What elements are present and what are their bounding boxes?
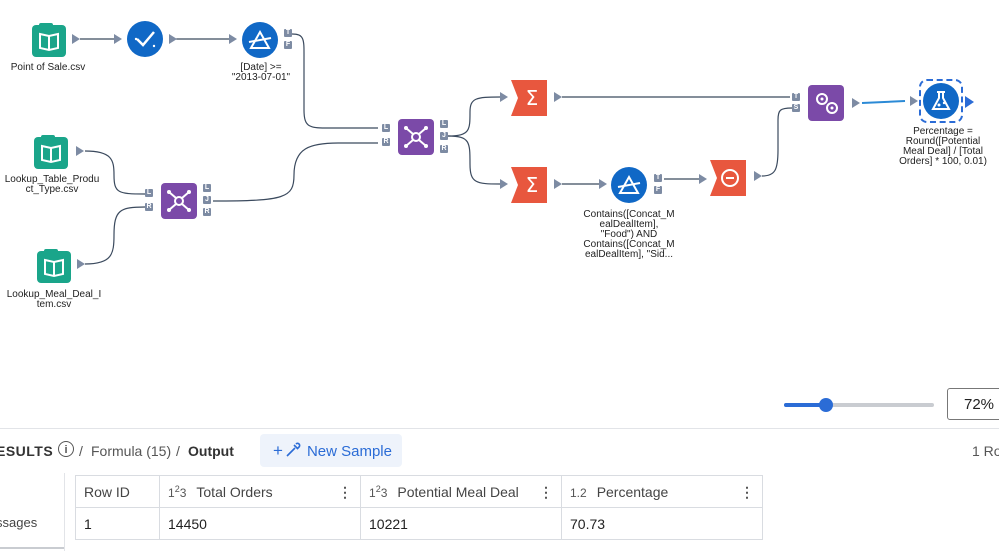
left-output-anchor[interactable]: L (440, 120, 448, 128)
right-output-anchor[interactable]: R (203, 208, 211, 216)
join-output-anchor[interactable]: J (440, 132, 448, 140)
false-anchor[interactable]: F (284, 41, 292, 49)
integer-type-icon: 123 (369, 483, 388, 500)
target-anchor[interactable]: T (792, 93, 800, 101)
left-output-anchor[interactable]: L (203, 184, 211, 192)
summarize-tool-bottom[interactable]: Σ (511, 167, 547, 203)
table-header-row: Row ID 123 Total Orders ⋮ 123 Potential Mea… (75, 475, 763, 508)
left-input-anchor[interactable]: L (382, 124, 390, 132)
output-anchor[interactable] (169, 34, 177, 44)
results-title: ESULTS (0, 443, 54, 459)
breadcrumb-separator: / (79, 443, 83, 459)
new-sample-label: New Sample (306, 443, 392, 460)
tool-label: Lookup_Table_Produ ct_Type.csv (4, 174, 100, 195)
zoom-slider[interactable] (784, 398, 934, 412)
cell[interactable]: 10221 (360, 507, 562, 540)
filter-tool-contains[interactable] (611, 167, 647, 203)
table-row[interactable]: 1 14450 10221 70.73 (75, 507, 763, 540)
column-header-percentage[interactable]: 1.2 Percentage ⋮ (561, 475, 763, 508)
output-anchor[interactable] (965, 96, 974, 108)
output-anchor[interactable] (554, 92, 562, 102)
source-anchor[interactable]: S (792, 104, 800, 112)
right-input-anchor[interactable]: R (382, 138, 390, 146)
input-data-tool-lookup-meal-deal[interactable] (36, 248, 72, 284)
summarize-tool-top[interactable]: Σ (511, 80, 547, 116)
column-menu-icon[interactable]: ⋮ (539, 484, 553, 500)
zoom-thumb[interactable] (819, 398, 833, 412)
join-output-anchor[interactable]: J (203, 196, 211, 204)
formula-tool[interactable] (919, 79, 963, 123)
column-name: Percentage (596, 483, 669, 500)
select-tool[interactable] (127, 21, 163, 57)
join-tool-main[interactable] (398, 119, 434, 155)
column-header-potential-meal-deal[interactable]: 123 Potential Meal Deal ⋮ (360, 475, 562, 508)
output-anchor[interactable] (852, 98, 860, 108)
cell[interactable]: 1 (75, 507, 160, 540)
results-panel: ESULTS i / Formula (15) / Output + New Sa… (0, 428, 999, 551)
output-anchor[interactable] (754, 171, 762, 181)
output-anchor[interactable] (77, 259, 85, 269)
input-anchor[interactable] (114, 34, 122, 44)
tool-label: Lookup_Meal_Deal_I tem.csv (6, 289, 102, 310)
results-header: ESULTS i / Formula (15) / Output + New Sa… (0, 429, 999, 473)
column-menu-icon[interactable]: ⋮ (338, 484, 352, 500)
tool-label: Percentage = Round([Potential Meal Deal]… (899, 126, 987, 167)
true-anchor[interactable]: T (654, 174, 662, 182)
input-data-tool-point-of-sale[interactable] (31, 22, 67, 58)
zoom-level-field[interactable]: 72% (947, 388, 999, 420)
column-menu-icon[interactable]: ⋮ (740, 484, 754, 500)
cell[interactable]: 14450 (159, 507, 361, 540)
false-anchor[interactable]: F (654, 186, 662, 194)
input-anchor[interactable] (910, 96, 918, 106)
column-header-total-orders[interactable]: 123 Total Orders ⋮ (159, 475, 361, 508)
plus-icon: + (273, 441, 283, 460)
column-name: Potential Meal Deal (397, 483, 519, 500)
cell[interactable]: 70.73 (561, 507, 763, 540)
true-anchor[interactable]: T (284, 29, 292, 37)
svg-text:Σ: Σ (526, 173, 539, 197)
column-name: Total Orders (196, 483, 273, 500)
svg-text:Σ: Σ (526, 86, 539, 110)
breadcrumb-formula[interactable]: Formula (15) (91, 443, 172, 459)
right-input-anchor[interactable]: R (145, 203, 153, 211)
info-icon[interactable]: i (58, 441, 74, 457)
zoom-track (784, 403, 934, 407)
join-tool-lookup[interactable] (161, 183, 197, 219)
right-output-anchor[interactable]: R (440, 145, 448, 153)
input-anchor[interactable] (500, 92, 508, 102)
integer-type-icon: 123 (168, 483, 187, 500)
output-anchor[interactable] (554, 179, 562, 189)
connection-wires (80, 33, 906, 265)
decimal-type-icon: 1.2 (570, 485, 587, 500)
append-fields-tool[interactable] (808, 85, 844, 121)
breadcrumb-output: Output (188, 443, 234, 459)
breadcrumb-separator: / (176, 443, 180, 459)
input-anchor[interactable] (599, 179, 607, 189)
results-table: Row ID 123 Total Orders ⋮ 123 Potential Mea… (75, 475, 763, 540)
filter-tool-date[interactable] (242, 22, 278, 58)
column-name: Row ID (84, 483, 130, 500)
input-anchor[interactable] (229, 34, 237, 44)
workflow-canvas[interactable]: Point of Sale.csv T F [Date] >= "2013-07… (0, 0, 999, 428)
eyedropper-icon (286, 442, 301, 457)
results-side-tabs (0, 473, 65, 551)
new-sample-button[interactable]: + New Sample (260, 434, 402, 467)
input-anchor[interactable] (699, 174, 707, 184)
input-anchor[interactable] (500, 179, 508, 189)
output-anchor[interactable] (76, 146, 84, 156)
zoom-fill (784, 403, 826, 407)
count-records-tool[interactable] (710, 160, 746, 196)
tool-label: Point of Sale.csv (10, 62, 86, 73)
row-count: 1 Ro (972, 443, 999, 459)
column-header-row-id[interactable]: Row ID (75, 475, 160, 508)
messages-tab[interactable]: ssages (0, 515, 38, 530)
input-data-tool-lookup-product[interactable] (33, 134, 69, 170)
tool-label: [Date] >= "2013-07-01" (231, 62, 291, 83)
tool-label: Contains([Concat_M ealDealItem], "Food")… (583, 209, 675, 260)
left-input-anchor[interactable]: L (145, 189, 153, 197)
output-anchor[interactable] (72, 34, 80, 44)
